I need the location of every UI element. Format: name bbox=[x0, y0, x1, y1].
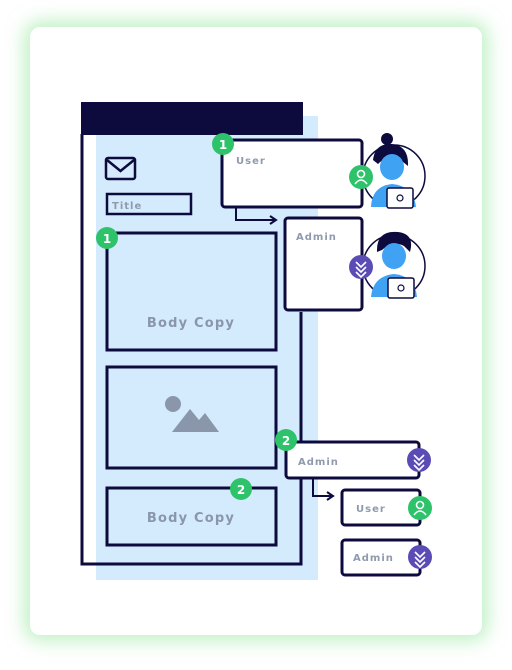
user-avatar bbox=[362, 133, 426, 209]
user-icon bbox=[408, 496, 432, 520]
step-number: 2 bbox=[237, 483, 245, 497]
admin-role-label: Admin bbox=[296, 232, 337, 243]
connector-arrow bbox=[312, 478, 332, 497]
title-label: Title bbox=[112, 201, 142, 212]
step-marker-2: 2 bbox=[275, 429, 297, 451]
body-copy-block bbox=[105, 486, 278, 547]
title-field bbox=[105, 192, 193, 216]
mail-icon bbox=[104, 156, 137, 181]
page-header-bar bbox=[81, 102, 303, 135]
body-copy-label: Body Copy bbox=[147, 511, 235, 526]
user-role-label: User bbox=[356, 504, 386, 515]
admin-avatar bbox=[362, 231, 426, 299]
admin-icon bbox=[408, 545, 432, 569]
admin-role-label: Admin bbox=[298, 457, 339, 468]
admin-icon bbox=[349, 255, 373, 279]
step-number: 2 bbox=[282, 434, 290, 448]
connector-arrow bbox=[235, 207, 275, 221]
body-copy-block bbox=[105, 231, 278, 352]
admin-role-label: Admin bbox=[353, 553, 394, 564]
step-number: 1 bbox=[219, 138, 227, 152]
page-outline bbox=[80, 134, 303, 566]
image-placeholder-icon bbox=[165, 396, 219, 432]
step-number: 1 bbox=[103, 232, 111, 246]
user-role-label: User bbox=[236, 156, 266, 167]
user-role-box bbox=[220, 138, 364, 209]
body-copy-label: Body Copy bbox=[147, 316, 235, 331]
step-marker-1: 1 bbox=[212, 133, 234, 155]
user-icon bbox=[349, 165, 373, 189]
step-marker-2: 2 bbox=[230, 478, 252, 500]
arrow-head-icon bbox=[269, 215, 278, 225]
image-block bbox=[105, 365, 278, 470]
arrow-head-icon bbox=[326, 491, 335, 501]
step-marker-1: 1 bbox=[96, 227, 118, 249]
admin-icon bbox=[407, 448, 431, 472]
